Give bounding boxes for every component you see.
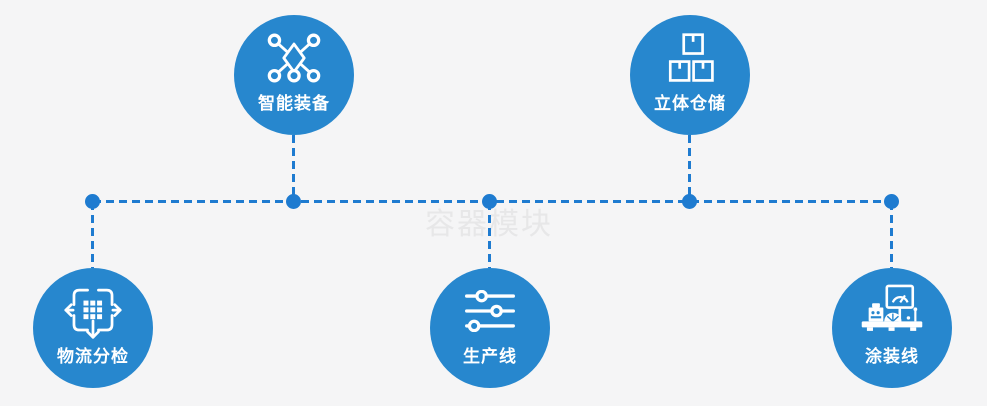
connector-dot: [682, 194, 697, 209]
node-smart-equipment: 智能装备: [234, 15, 354, 135]
sliders-icon: [462, 287, 518, 335]
connector-dot: [85, 194, 100, 209]
connector-dot: [482, 194, 497, 209]
connector-line-vertical: [890, 202, 893, 268]
connector-line-vertical: [488, 202, 491, 268]
connector-line-vertical: [91, 202, 94, 268]
node-production-line: 生产线: [430, 268, 550, 388]
node-coating-line: 涂装线: [832, 268, 952, 388]
node-label: 物流分检: [57, 347, 129, 366]
stacked-boxes-icon: [663, 33, 717, 82]
coating-machine-icon: [860, 284, 924, 335]
connector-dot: [884, 194, 899, 209]
network-nodes-icon: [264, 33, 324, 83]
connector-line-vertical: [688, 135, 691, 202]
node-stereo-warehouse: 立体仓储: [630, 15, 750, 135]
node-label: 生产线: [463, 347, 517, 366]
sorting-arrows-icon: [64, 287, 122, 339]
node-label: 智能装备: [258, 94, 330, 113]
node-label: 立体仓储: [654, 94, 726, 113]
node-logistics-sorting: 物流分检: [33, 268, 153, 388]
connector-line-vertical: [292, 135, 295, 202]
node-label: 涂装线: [865, 347, 919, 366]
connector-dot: [286, 194, 301, 209]
